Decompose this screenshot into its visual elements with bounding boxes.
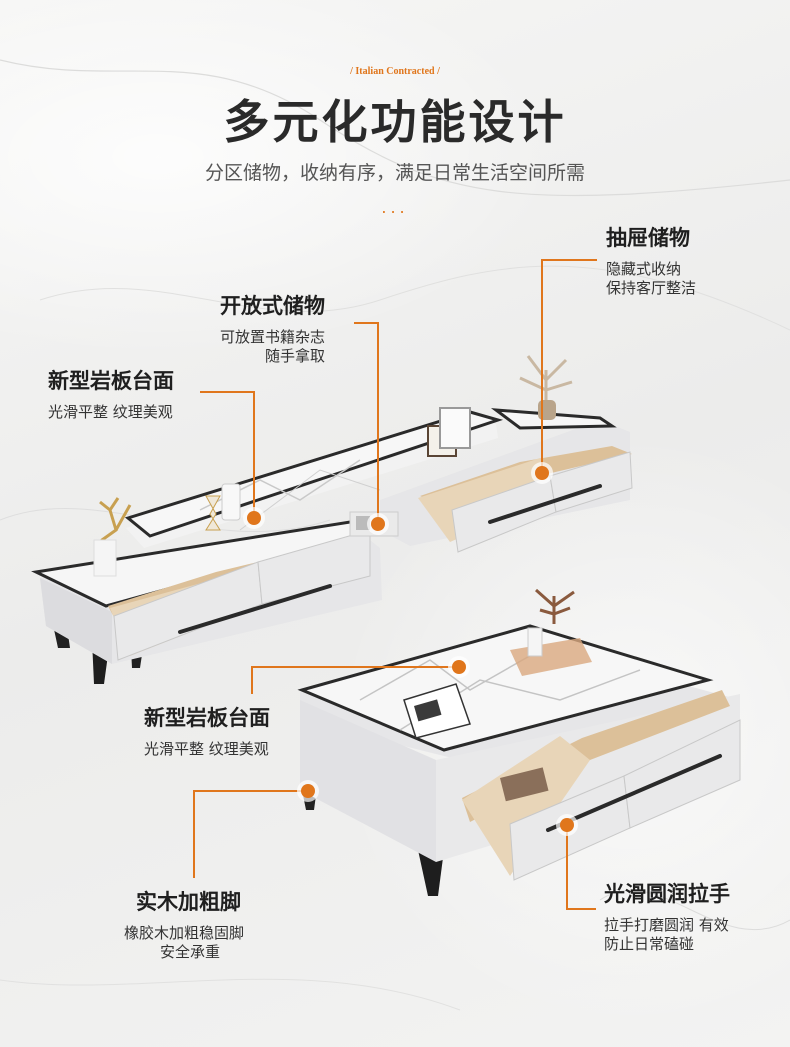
coffee-table xyxy=(297,588,741,896)
callout-line xyxy=(251,666,253,694)
callout-desc: 可放置书籍杂志 xyxy=(220,328,326,346)
callout-desc: 随手拿取 xyxy=(265,347,326,365)
callout-table-top: 新型岩板台面 光滑平整 纹理美观 xyxy=(144,702,270,759)
callout-line xyxy=(251,666,459,668)
callout-desc: 拉手打磨圆润 有效 xyxy=(604,916,729,934)
callout-dot xyxy=(247,511,261,525)
callout-title: 开放式储物 xyxy=(220,294,325,318)
page-title: 多元化功能设计 xyxy=(223,95,567,149)
callout-desc: 安全承重 xyxy=(160,943,221,961)
callout-line xyxy=(566,908,596,910)
callout-title: 抽屉储物 xyxy=(606,226,690,250)
callout-drawer-storage: 抽屉储物 隐藏式收纳 保持客厅整洁 xyxy=(606,222,696,298)
callout-desc: 保持客厅整洁 xyxy=(606,279,697,297)
callout-dot xyxy=(535,466,549,480)
callout-line xyxy=(541,259,543,473)
callout-desc: 光滑平整 纹理美观 xyxy=(144,740,269,758)
callout-line xyxy=(193,790,195,878)
tv-cabinet xyxy=(31,355,633,684)
callout-line xyxy=(193,790,305,792)
callout-dot xyxy=(560,818,574,832)
callout-desc: 橡胶木加粗稳固脚 xyxy=(124,924,245,942)
callout-desc: 光滑平整 纹理美观 xyxy=(48,403,173,421)
callout-desc: 隐藏式收纳 xyxy=(606,260,682,278)
callout-dot xyxy=(371,517,385,531)
callout-title: 新型岩板台面 xyxy=(144,706,270,730)
page-subtitle: 分区储物，收纳有序，满足日常生活空间所需 xyxy=(204,162,585,184)
header-tag: / Italian Contracted / xyxy=(350,66,440,77)
callout-line xyxy=(541,259,597,261)
callout-dot xyxy=(452,660,466,674)
callout-solid-legs: 实木加粗脚 橡胶木加粗稳固脚 安全承重 xyxy=(124,886,244,962)
callout-line xyxy=(253,391,255,513)
callout-line xyxy=(354,322,378,324)
callout-handle: 光滑圆润拉手 拉手打磨圆润 有效 防止日常磕碰 xyxy=(604,878,730,954)
callout-title: 新型岩板台面 xyxy=(48,369,174,393)
decor-dots: ... xyxy=(381,198,409,217)
callout-line xyxy=(566,824,568,910)
callout-title: 实木加粗脚 xyxy=(136,890,241,914)
callout-desc: 防止日常磕碰 xyxy=(604,935,695,953)
callout-line xyxy=(377,322,379,520)
callout-dot xyxy=(301,784,315,798)
callout-open-storage: 开放式储物 可放置书籍杂志 随手拿取 xyxy=(220,290,325,366)
callout-line xyxy=(200,391,254,393)
callout-title: 光滑圆润拉手 xyxy=(604,882,730,906)
callout-tv-top: 新型岩板台面 光滑平整 纹理美观 xyxy=(48,365,174,422)
